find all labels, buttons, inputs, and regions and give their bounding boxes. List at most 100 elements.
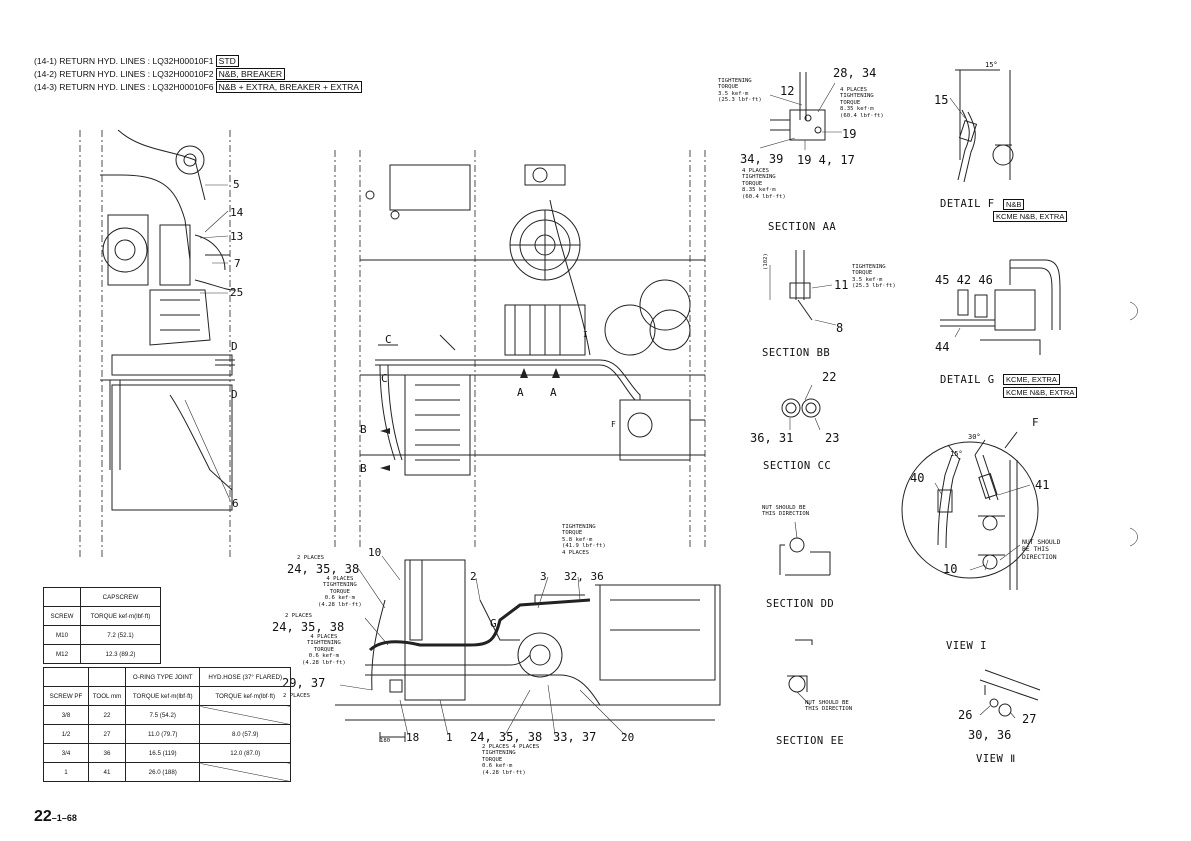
view-ii-callout-30-36: 30, 36 <box>968 728 1012 742</box>
aa-callout-12: 12 <box>780 84 795 98</box>
callout-A-left: A <box>517 386 524 399</box>
aa-callout-28-34: 28, 34 <box>833 66 877 80</box>
capscrew-torque-table: CAPSCREW SCREW TORQUE kef·m(lbf·ft) M10 … <box>43 587 161 664</box>
view-ii-title: VIEW Ⅱ <box>976 753 1016 765</box>
table-cell: TORQUE kef·m(lbf·ft) <box>80 606 161 626</box>
section-ee-title: SECTION EE <box>776 735 845 747</box>
table-cell: SCREW <box>43 606 81 626</box>
table-cell: TOOL mm <box>88 686 126 706</box>
detail-g-variant-box-2: KCME N&B, EXTRA <box>1003 387 1078 398</box>
cc-callout-23: 23 <box>825 431 840 445</box>
table-header-row: O-RING TYPE JOINT HYD.HOSE (37° FLARED) <box>43 667 291 687</box>
callout-33-37: 33, 37 <box>553 730 597 744</box>
callout-5: 5 <box>233 178 240 191</box>
table-cell: 22 <box>88 705 126 725</box>
callout-I-center: I <box>583 330 588 339</box>
table-cell <box>43 667 89 687</box>
table-cell <box>43 587 81 607</box>
table-cell: 36 <box>88 743 126 763</box>
callout-B-bottom: B <box>360 462 367 475</box>
table-cell: 41 <box>88 762 126 782</box>
aa-callout-34-39: 34, 39 <box>740 152 784 166</box>
detail-f-title: DETAIL F <box>940 198 995 210</box>
table-cell: M12 <box>43 644 81 664</box>
table-cell-empty <box>199 762 291 782</box>
table-row: 3/4 36 16.5 (119) 12.0 (87.0) <box>43 743 291 763</box>
table-cell: 27 <box>88 724 126 744</box>
table-cell: 8.0 (57.9) <box>199 724 291 744</box>
cc-callout-36-31: 36, 31 <box>750 431 794 445</box>
aa-callout-19: 19 <box>842 127 857 141</box>
dimension-180: 180 <box>380 738 391 744</box>
aa-torque-left: TIGHTENING TORQUE 3.5 kef·m (25.3 lbf·ft… <box>718 78 762 104</box>
callout-13: 13 <box>230 230 244 243</box>
callout-32-36: 32, 36 <box>564 570 604 583</box>
table-cell-empty <box>199 705 291 725</box>
table-cell: 1 <box>43 762 89 782</box>
table-cell: 26.0 (188) <box>124 762 201 782</box>
variant-box: STD <box>215 55 239 67</box>
oring-torque-table: O-RING TYPE JOINT HYD.HOSE (37° FLARED) … <box>43 667 291 782</box>
table-row: M12 12.3 (89.2) <box>43 644 161 664</box>
table-cell: TORQUE kef·m(lbf·ft) <box>199 686 291 706</box>
view-i-callout-41: 41 <box>1035 478 1050 492</box>
callout-10-bottom: 10 <box>368 546 382 559</box>
note-2-places-b: 2 PLACES <box>285 613 312 619</box>
detail-g-callout-45-42-46: 45 42 46 <box>935 273 993 287</box>
table-cell <box>88 667 126 687</box>
table-header-row: CAPSCREW <box>43 587 161 607</box>
callout-6: 6 <box>232 497 239 510</box>
torque-note-bottom: 2 PLACES 4 PLACES TIGHTENING TORQUE 0.6 … <box>482 744 540 776</box>
table-cell: 16.5 (119) <box>124 743 201 763</box>
callout-F-center: F <box>611 420 616 429</box>
bb-torque: TIGHTENING TORQUE 3.5 kef·m (25.3 lbf·ft… <box>852 264 896 290</box>
section-aa-title: SECTION AA <box>768 221 837 233</box>
detail-f-callout-15: 15 <box>934 93 949 107</box>
variant-box: N&B, BREAKER <box>215 68 286 80</box>
note-2-places-a: 2 PLACES <box>297 555 324 561</box>
callout-24-35-38-b: 24, 35, 38 <box>272 620 345 634</box>
callout-B-top: B <box>360 423 367 436</box>
page-number: 22–1–68 <box>34 808 77 826</box>
callout-14: 14 <box>230 206 244 219</box>
view-i-note: NUT SHOULD BE THIS DIRECTION <box>1022 538 1061 561</box>
callout-25: 25 <box>230 286 244 299</box>
table-header-row: SCREW PF TOOL mm TORQUE kef·m(lbf·ft) TO… <box>43 686 291 706</box>
callout-D-top: D <box>231 340 238 353</box>
callout-18: 18 <box>406 731 420 744</box>
table-cell: HYD.HOSE (37° FLARED) <box>199 667 291 687</box>
section-cc-title: SECTION CC <box>763 460 832 472</box>
table-cell: 11.0 (79.7) <box>124 724 201 744</box>
detail-g-callout-44: 44 <box>935 340 950 354</box>
view-i-angle-30: 30° <box>968 433 981 441</box>
table-cell: O-RING TYPE JOINT <box>124 667 201 687</box>
table-header-row: SCREW TORQUE kef·m(lbf·ft) <box>43 606 161 626</box>
detail-f-variant-box-1: N&B <box>1003 199 1025 210</box>
callout-2: 2 <box>470 570 477 583</box>
bb-callout-8: 8 <box>836 321 844 335</box>
variant-box: N&B + EXTRA, BREAKER + EXTRA <box>215 81 363 93</box>
callout-D-bottom: D <box>231 388 238 401</box>
table-cell: 1/2 <box>43 724 89 744</box>
torque-note-a: 4 PLACES TIGHTENING TORQUE 0.6 kef·m (4.… <box>318 576 362 608</box>
table-row: 1/2 27 11.0 (79.7) 8.0 (57.9) <box>43 724 291 744</box>
view-i-title: VIEW I <box>946 640 987 652</box>
view-ii-callout-26: 26 <box>958 708 973 722</box>
dd-note: NUT SHOULD BE THIS DIRECTION <box>762 505 810 518</box>
detail-f-angle: 15° <box>985 61 998 69</box>
aa-torque-right: 4 PLACES TIGHTENING TORQUE 8.35 kef·m (6… <box>840 87 884 119</box>
callout-20: 20 <box>621 731 635 744</box>
torque-note-b: 4 PLACES TIGHTENING TORQUE 0.6 kef·m (4.… <box>302 634 346 666</box>
